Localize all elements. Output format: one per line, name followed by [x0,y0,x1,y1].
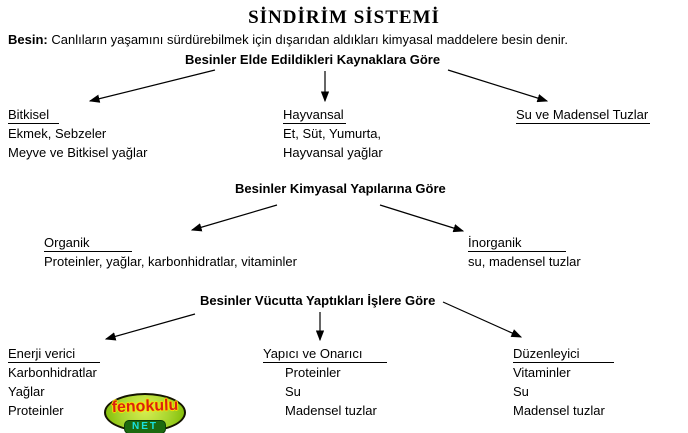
section-heading-sources: Besinler Elde Edildikleri Kaynaklara Gör… [185,52,441,67]
arrow-sources-left [88,69,216,103]
arrow-functions-right [442,301,523,338]
list-item: Proteinler, yağlar, karbonhidratlar, vit… [44,254,297,269]
list-item: Meyve ve Bitkisel yağlar [8,145,148,160]
column-hayvansal: Hayvansal Et, Süt, Yumurta, Hayvansal ya… [283,105,383,162]
list-item: Karbonhidratlar [8,365,97,380]
besin-definition-term: Besin: [8,32,48,47]
section-heading-functions: Besinler Vücutta Yaptıkları İşlere Göre [200,293,436,308]
column-yapici-onarici: Yapıcı ve Onarıcı Proteinler Su Madensel… [263,344,388,420]
arrow-chemical-left [190,204,278,232]
column-enerji-verici-label: Enerji verici [8,345,101,363]
list-item: Yağlar [8,384,45,399]
column-bitkisel-label: Bitkisel [8,106,60,124]
fenokulu-logo: fenokulu NET [104,393,186,433]
list-item: Vitaminler [513,365,571,380]
list-item: su, madensel tuzlar [468,254,581,269]
list-item: Su [285,384,301,399]
arrow-sources-right [447,69,549,103]
column-inorganik-label: İnorganik [468,234,567,252]
column-organik-label: Organik [44,234,132,252]
column-su-madensel: Su ve Madensel Tuzlar [516,105,651,124]
list-item: Proteinler [8,403,64,418]
column-inorganik: İnorganik su, madensel tuzlar [468,233,581,271]
column-organik: Organik Proteinler, yağlar, karbonhidrat… [44,233,297,271]
list-item: Hayvansal yağlar [283,145,383,160]
arrow-functions-left [104,313,196,341]
fenokulu-logo-text: fenokulu [111,396,179,417]
list-item: Ekmek, Sebzeler [8,126,107,141]
column-hayvansal-label: Hayvansal [283,107,346,124]
column-duzenleyici: Düzenleyici Vitaminler Su Madensel tuzla… [513,344,615,420]
besin-definition-text: Canlıların yaşamını sürdürebilmek için d… [47,32,568,47]
page-title: SİNDİRİM SİSTEMİ [248,7,440,28]
fenokulu-logo-net-badge: NET [124,420,166,433]
arrow-chemical-right [379,204,465,233]
list-item: Et, Süt, Yumurta, [283,126,382,141]
besin-definition: Besin: Canlıların yaşamını sürdürebilmek… [8,32,568,47]
list-item: Madensel tuzlar [513,403,605,418]
list-item: Su [513,384,529,399]
column-yapici-onarici-label: Yapıcı ve Onarıcı [263,345,388,363]
column-su-madensel-label: Su ve Madensel Tuzlar [516,107,651,124]
column-enerji-verici: Enerji verici Karbonhidratlar Yağlar Pro… [8,344,101,420]
column-duzenleyici-label: Düzenleyici [513,345,615,363]
section-heading-chemical: Besinler Kimyasal Yapılarına Göre [235,181,446,196]
list-item: Proteinler [285,365,341,380]
column-bitkisel: Bitkisel Ekmek, Sebzeler Meyve ve Bitkis… [8,105,147,162]
list-item: Madensel tuzlar [285,403,377,418]
